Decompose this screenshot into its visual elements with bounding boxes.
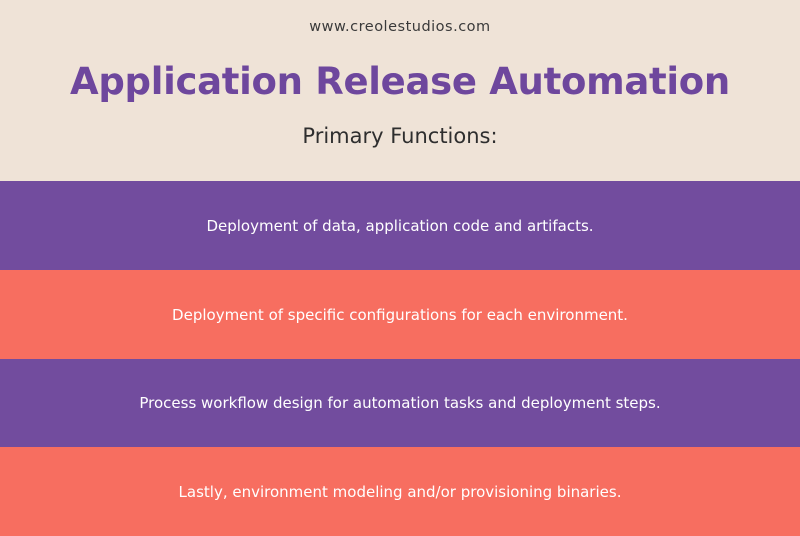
function-band-deployment-data: Deployment of data, application code and… xyxy=(0,181,800,270)
section-subtitle: Primary Functions: xyxy=(302,124,498,148)
site-url: www.creolestudios.com xyxy=(309,19,491,35)
function-text: Lastly, environment modeling and/or prov… xyxy=(178,482,622,501)
header-panel: www.creolestudios.com Application Releas… xyxy=(0,0,800,181)
function-band-workflow-design: Process workflow design for automation t… xyxy=(0,359,800,447)
function-band-environment-modeling: Lastly, environment modeling and/or prov… xyxy=(0,447,800,536)
function-text: Deployment of specific configurations fo… xyxy=(172,305,628,324)
function-text: Process workflow design for automation t… xyxy=(139,394,661,412)
function-text: Deployment of data, application code and… xyxy=(206,216,594,235)
page-title: Application Release Automation xyxy=(70,60,730,103)
function-band-configurations: Deployment of specific configurations fo… xyxy=(0,270,800,359)
